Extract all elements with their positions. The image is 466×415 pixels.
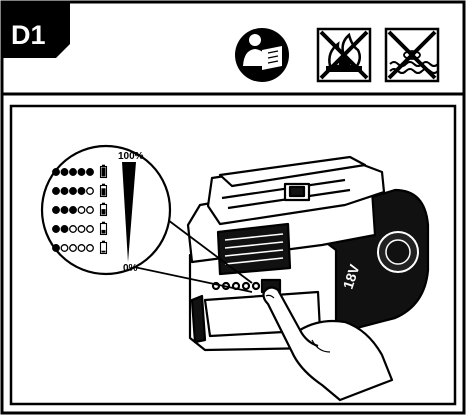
scale-bottom-label: 0%: [123, 263, 138, 274]
led-off-dot: [78, 207, 85, 214]
read-manual-icon: [235, 28, 289, 82]
battery-fill: [102, 230, 106, 234]
led-on-dot: [53, 207, 60, 214]
battery-cap: [102, 222, 105, 224]
led-on-dot: [61, 226, 68, 233]
battery-cap: [102, 184, 105, 186]
led-on-dot: [78, 188, 85, 195]
battery-fill: [102, 251, 106, 253]
led-on-dot: [70, 169, 77, 176]
led-on-dot: [53, 245, 60, 252]
led-on-dot: [53, 169, 60, 176]
no-water-icon: [386, 29, 438, 81]
step-label: D1: [11, 20, 46, 50]
scale-top-label: 100%: [118, 151, 144, 162]
battery-fill: [102, 188, 106, 195]
battery-cap: [102, 165, 105, 167]
led-off-dot: [87, 245, 94, 252]
led-off-dot: [70, 226, 77, 233]
led-off-dot: [87, 226, 94, 233]
no-fire-icon: [318, 29, 370, 81]
led-off-dot: [70, 245, 77, 252]
led-off-dot: [61, 245, 68, 252]
led-off-dot: [78, 226, 85, 233]
led-on-dot: [70, 188, 77, 195]
battery-fill: [102, 168, 106, 177]
led-on-dot: [87, 169, 94, 176]
led-off-dot: [87, 207, 94, 214]
battery-cap: [102, 203, 105, 205]
led-on-dot: [61, 188, 68, 195]
battery-cap: [102, 241, 105, 243]
led-off-dot: [78, 245, 85, 252]
led-off-dot: [87, 188, 94, 195]
led-on-dot: [53, 188, 60, 195]
led-on-dot: [78, 169, 85, 176]
led-on-dot: [53, 226, 60, 233]
led-on-dot: [61, 207, 68, 214]
step-badge: D1: [2, 2, 70, 58]
led-on-dot: [70, 207, 77, 214]
battery-fill: [102, 209, 106, 214]
led-on-dot: [61, 169, 68, 176]
